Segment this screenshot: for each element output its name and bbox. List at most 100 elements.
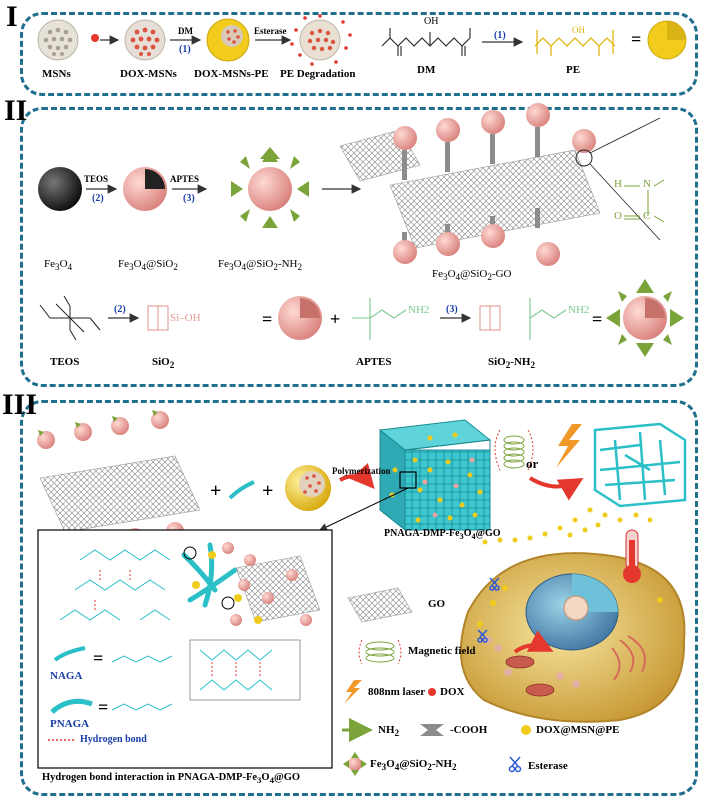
- panel-1: [20, 12, 698, 96]
- legend-doxmsn-icon: [521, 725, 531, 735]
- naga-legend-icon: [53, 646, 86, 662]
- hbond-zoom-structure: [189, 639, 301, 701]
- amide-o: O: [614, 210, 622, 222]
- equals-sign: =: [631, 29, 641, 49]
- dox-msns-pe-sphere: [206, 18, 250, 62]
- pe-structure: [534, 30, 616, 56]
- panel-1-numeral: I: [6, 0, 18, 33]
- dox-msns-sphere: [124, 19, 166, 61]
- inset-caption: Hydrogen bond interaction in PNAGA-DMP-F…: [42, 772, 301, 786]
- amide-n: N: [643, 178, 651, 190]
- sio2-structure: [147, 305, 169, 331]
- panel-2-numeral: II: [4, 94, 28, 127]
- dox-molecule-dot: [91, 34, 99, 42]
- panel-2: [20, 107, 698, 387]
- legend-doxmsn-label: DOX@MSN@PE: [536, 724, 620, 736]
- polymerization-label: Polymerization: [332, 466, 391, 476]
- label-pe: PE: [566, 64, 581, 76]
- naga-label: NAGA: [50, 670, 83, 682]
- pe-oh-text: OH: [572, 25, 585, 35]
- hbond-label: Hydrogen bond: [80, 734, 147, 745]
- step-1b-label: (1): [494, 30, 506, 41]
- panel-3: [20, 400, 698, 796]
- legend-nh2-label: NH2: [378, 724, 400, 739]
- msns-sphere: [37, 19, 79, 61]
- legend-esterase-label: Esterase: [528, 760, 568, 772]
- cell-illustration: [459, 529, 686, 723]
- legend-go-label: GO: [428, 598, 446, 610]
- label-oh: OH: [424, 16, 439, 27]
- step-1-label: (1): [179, 44, 191, 55]
- pnaga-legend-icon: [50, 698, 93, 714]
- dox-msn-pe-particle: [285, 465, 331, 511]
- go-sheet-large: [389, 149, 601, 249]
- plus-b: +: [262, 480, 273, 502]
- legend-fe3o4-label: Fe3O4@SiO2-NH2: [370, 758, 457, 773]
- amide-h: H: [614, 178, 622, 190]
- arrow-aptes-label: APTES: [170, 174, 200, 184]
- label-sio2-nh2: SiO2-NH2: [488, 356, 536, 371]
- plus-a: +: [210, 480, 221, 502]
- step-3b-label: (3): [446, 304, 458, 315]
- dm-structure: [381, 28, 471, 56]
- legend-laser-icon: [344, 680, 362, 704]
- label-fe3o4-sio2-go: Fe3O4@SiO2-GO: [432, 268, 512, 283]
- laser-lightning-icon: [556, 424, 582, 468]
- step-3-label: (3): [183, 193, 195, 204]
- sio2-nh2-structure: [479, 298, 567, 340]
- go-attached-spheres: [393, 103, 596, 266]
- equals-2: =: [592, 309, 602, 329]
- fe3o4-sio2-nh2-sphere: [231, 147, 309, 228]
- legend-go-icon: [347, 587, 413, 623]
- label-dox-msns-pe: DOX-MSNs-PE: [194, 68, 269, 80]
- arrow-esterase-label: Esterase: [254, 26, 287, 36]
- magnetic-coil-icon: [494, 429, 534, 471]
- legend-esterase-icon: [508, 756, 522, 773]
- legend-fe3o4-icon: [343, 752, 367, 776]
- label-fe3o4-sio2-nh2: Fe3O4@SiO2-NH2: [218, 258, 303, 273]
- svg-text:=: =: [98, 697, 108, 717]
- amide-c: C: [643, 210, 651, 222]
- legend-cooh-icon: [420, 724, 444, 736]
- si-oh-text: Si–OH: [170, 312, 201, 324]
- panel-3-numeral: III: [2, 388, 38, 421]
- label-fe3o4-sio2: Fe3O4@SiO2: [118, 258, 178, 273]
- degraded-hydrogel-cube: [593, 422, 687, 508]
- label-fe3o4: Fe3O4: [44, 258, 73, 273]
- naga-monomer-icon: [228, 480, 255, 500]
- pnaga-chain-structure: [59, 549, 171, 621]
- step-2b-label: (2): [114, 304, 126, 315]
- fe3o4-sio2-sphere: [123, 167, 167, 211]
- step-2-label: (2): [92, 193, 104, 204]
- legend-magnetic-icon: [358, 639, 402, 665]
- arrow-teos-label: TEOS: [84, 174, 109, 184]
- label-teos: TEOS: [50, 356, 80, 368]
- label-pe-degradation: PE Degradation: [280, 68, 356, 80]
- label-dm: DM: [417, 64, 436, 76]
- or-label: or: [526, 456, 539, 471]
- sio2-nh2-nh2-text: NH2: [568, 304, 590, 316]
- svg-text:=: =: [93, 648, 103, 668]
- teos-structure: [39, 295, 101, 341]
- legend-laser-label: 808nm laser: [368, 686, 426, 698]
- pe-shell-icon: [647, 20, 687, 60]
- legend-dox-label: DOX: [440, 686, 465, 698]
- label-msns: MSNs: [42, 68, 71, 80]
- legend-dox-icon: [428, 688, 436, 696]
- aptes-nh2-text: NH2: [408, 304, 430, 316]
- pe-degradation-sphere: [290, 14, 352, 66]
- label-dox-msns: DOX-MSNs: [120, 68, 177, 80]
- equals-1: =: [262, 309, 272, 329]
- sio2-nh2-sphere: [606, 279, 684, 357]
- arrow-dm-label: DM: [178, 26, 193, 36]
- go-network-sheet: [39, 455, 201, 533]
- plus-1: +: [330, 309, 340, 329]
- sio2-sphere: [278, 296, 322, 340]
- aptes-structure: [352, 298, 407, 340]
- hydrogel-cube: [378, 419, 492, 532]
- legend-cooh-label: -COOH: [450, 724, 488, 736]
- fe3o4-sphere: [38, 167, 82, 211]
